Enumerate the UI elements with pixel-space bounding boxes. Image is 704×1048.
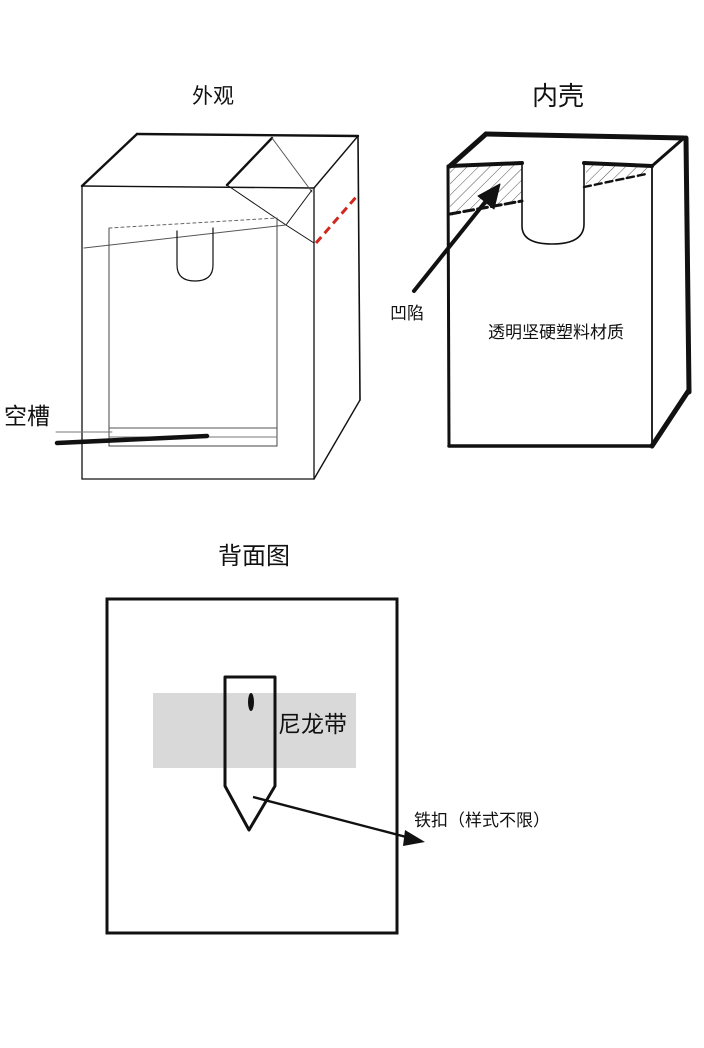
back-view-title: 背面图 bbox=[218, 542, 290, 570]
nylon-strap bbox=[153, 693, 356, 768]
iron-buckle bbox=[223, 675, 277, 832]
slot-label: 空槽 bbox=[4, 404, 50, 430]
inner-shell bbox=[412, 131, 692, 449]
dent-label: 凹陷 bbox=[390, 304, 424, 324]
material-label: 透明坚硬塑料材质 bbox=[488, 323, 624, 343]
accent-dash-line bbox=[314, 195, 359, 244]
buckle-hole bbox=[248, 693, 254, 711]
inner-shell-title: 内壳 bbox=[532, 82, 585, 112]
exterior-title: 外观 bbox=[192, 84, 234, 108]
back-view bbox=[105, 597, 425, 935]
iron-buckle-label: 铁扣（样式不限） bbox=[414, 811, 550, 831]
nylon-strap-label: 尼龙带 bbox=[278, 712, 347, 738]
exterior-box bbox=[54, 132, 361, 480]
